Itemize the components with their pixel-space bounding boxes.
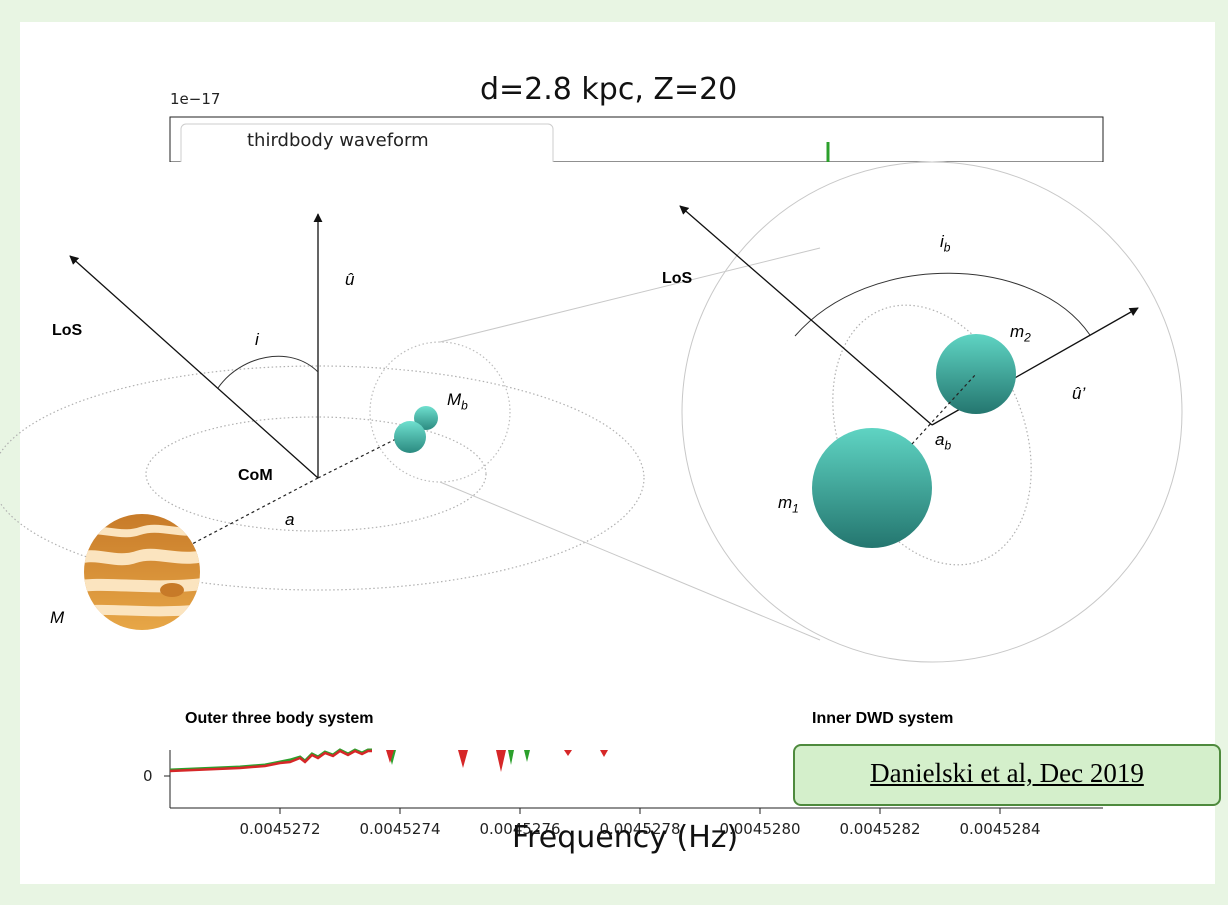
binary-star-large	[394, 421, 426, 453]
inclination-arc-b	[794, 272, 1091, 337]
planet-icon	[84, 514, 200, 630]
inner-system-diagram	[679, 161, 1183, 663]
citation-box: Danielski et al, Dec 2019	[793, 744, 1221, 806]
ib-label: ib	[940, 232, 951, 255]
x-tick-label: 0.0045284	[959, 820, 1041, 838]
white-dwarf-m2	[936, 334, 1016, 414]
los-arrow	[69, 255, 319, 479]
diagram-panel	[20, 162, 1215, 712]
series-red	[169, 749, 372, 773]
x-tick-marks	[279, 808, 1001, 814]
binary-star-small	[414, 406, 438, 430]
waveform-series	[169, 748, 608, 773]
outer-system-caption: Outer three body system	[185, 710, 374, 727]
citation-link[interactable]: Danielski et al, Dec 2019	[870, 758, 1144, 788]
u-prime-label: û’	[1072, 384, 1086, 403]
m2-label: m2	[1010, 322, 1031, 345]
planet-mass-label: M	[50, 608, 65, 627]
inclination-arc	[217, 355, 319, 389]
los-arrow-b	[679, 205, 933, 426]
y-tick-label: 0	[143, 767, 153, 785]
outer-system-diagram	[0, 213, 821, 641]
inner-system-caption: Inner DWD system	[812, 710, 954, 727]
los-label: LoS	[52, 322, 83, 339]
zoom-line-top	[439, 247, 821, 343]
x-tick-label: 0.0045282	[839, 820, 921, 838]
m1-label: m1	[778, 493, 799, 516]
plot-title: d=2.8 kpc, Z=20	[480, 72, 738, 107]
outer-orbit	[0, 365, 645, 591]
separation-line-ab	[911, 373, 977, 445]
x-tick-label: 0.0045272	[239, 820, 321, 838]
separation-a-label: a	[285, 510, 295, 529]
y-offset-label: 1e−17	[170, 90, 221, 108]
x-tick-label: 0.0045280	[719, 820, 801, 838]
inclination-label: i	[255, 330, 259, 349]
zoom-circle-large	[681, 161, 1183, 663]
dwd-orbit	[832, 304, 1032, 566]
zoom-line-bottom	[439, 481, 821, 641]
inner-orbit	[145, 416, 487, 532]
white-dwarf-m1	[812, 428, 932, 548]
ab-label: ab	[935, 430, 952, 453]
los-label-b: LoS	[662, 270, 693, 287]
u-hat-label: û	[345, 270, 355, 289]
x-axis-label: Frequency (Hz)	[512, 820, 739, 855]
legend-label: thirdbody waveform	[247, 130, 429, 151]
x-tick-label: 0.0045276	[479, 820, 561, 838]
x-tick-label: 0.0045278	[599, 820, 681, 838]
mb-label: Mb	[447, 390, 468, 413]
x-tick-label: 0.0045274	[359, 820, 441, 838]
com-label: CoM	[238, 467, 273, 484]
